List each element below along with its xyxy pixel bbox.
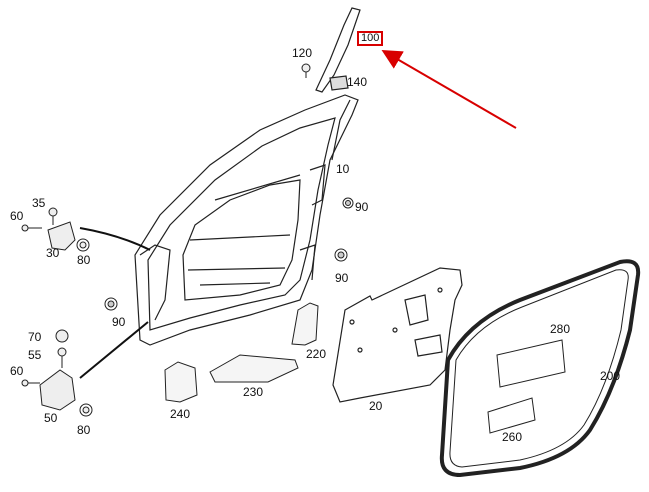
highlight-arrow [381,49,517,129]
label-35: 35 [32,196,46,210]
label-140: 140 [347,75,368,89]
label-220: 220 [306,347,327,361]
bracket-220-part [291,302,319,346]
pad-280-part [496,339,566,388]
label-200: 200 [600,369,621,383]
label-60-lower: 60 [10,364,24,378]
label-120: 120 [292,46,313,60]
label-10: 10 [336,162,350,176]
label-280: 280 [550,322,571,336]
label-50: 50 [44,411,58,425]
label-80-lower: 80 [77,423,91,437]
label-30: 30 [46,246,60,260]
bracket-240-part [164,361,198,403]
window-trim-part [315,7,361,93]
label-70: 70 [28,330,42,344]
pad-260-part [487,397,536,434]
label-80-upper: 80 [77,253,91,267]
label-60-upper: 60 [10,209,24,223]
label-260: 260 [502,430,523,444]
label-20: 20 [369,399,383,413]
plug-90-parts [104,197,354,311]
label-90-left: 90 [112,315,126,329]
label-240: 240 [170,407,191,421]
screw-120-part [301,63,311,78]
upper-hinge-part [21,207,90,252]
label-90-right-lower: 90 [335,271,349,285]
carrier-panel-part [332,267,463,403]
door-seal-part [439,259,641,478]
label-100-highlighted: 100 [357,31,384,46]
label-90-right-upper: 90 [355,200,369,214]
leader-lines [79,227,151,379]
lower-hinge-part [21,329,93,417]
label-55: 55 [28,348,42,362]
rail-230-part [209,354,299,383]
label-230: 230 [243,385,264,399]
door-frame-part [134,94,359,346]
